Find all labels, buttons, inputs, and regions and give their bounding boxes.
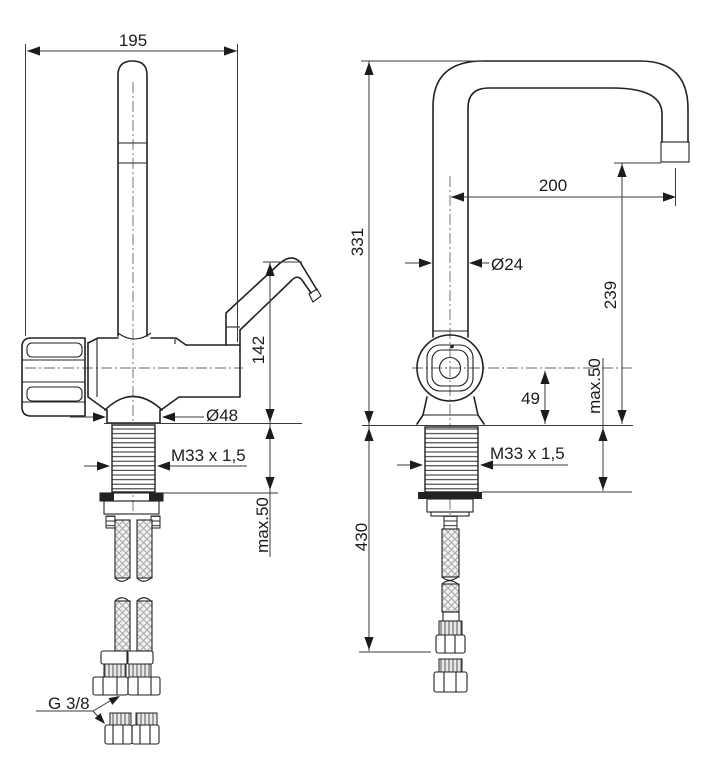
- hose-end-fittings: [92, 650, 161, 696]
- dim-label-430: 430: [352, 523, 371, 551]
- loose-connection-nuts: [104, 712, 160, 745]
- left-centerlines: [25, 82, 243, 513]
- dim-tube-diameter: Ø24: [405, 255, 523, 274]
- dim-label-d24: Ø24: [491, 255, 523, 274]
- washer-and-nut-right: [418, 492, 482, 530]
- dim-total-height: 331: [348, 60, 483, 653]
- side-spout: [225, 257, 322, 346]
- knob-index-dot: [450, 344, 454, 349]
- dim-valve-center-height: 49: [521, 371, 550, 424]
- dim-label-m33-left: M33 x 1,5: [171, 446, 246, 465]
- dim-label-max50-right: max.50: [585, 358, 604, 414]
- valve-body: [416, 334, 485, 425]
- dim-hose-length: 430: [352, 428, 374, 650]
- dim-spout-height: 142: [249, 261, 302, 557]
- right-view: 331 430 200 Ø24 239: [348, 60, 690, 693]
- dim-label-195: 195: [119, 31, 147, 50]
- dim-base-diameter: Ø48: [70, 406, 238, 425]
- washer-and-nut: [99, 492, 164, 529]
- dim-label-g38: G 3/8: [48, 694, 90, 713]
- dim-deck-thickness-right: max.50: [585, 358, 608, 491]
- dim-overall-width: 195: [25, 31, 238, 342]
- dim-label-239: 239: [601, 281, 620, 309]
- side-knob: [21, 337, 86, 417]
- mounting-shank-right: [424, 426, 479, 493]
- dim-label-200: 200: [539, 176, 567, 195]
- dim-label-m33-right: M33 x 1,5: [490, 444, 565, 463]
- dim-deck-thickness-left: max.50: [253, 426, 275, 553]
- high-arc-spout: [432, 60, 690, 338]
- dim-label-49: 49: [521, 389, 540, 408]
- loose-connection-nut-right: [433, 658, 468, 693]
- left-view: 195 142 max.50 Ø48 M33 x 1,5: [21, 31, 322, 745]
- dim-label-d48: Ø48: [206, 406, 238, 425]
- lever-handle: [117, 60, 152, 340]
- dim-spout-reach: 200: [451, 168, 676, 206]
- supply-hose-right: [435, 528, 466, 654]
- supply-hoses: [114, 519, 153, 652]
- callout-hose-thread: G 3/8: [36, 692, 122, 727]
- dim-label-331: 331: [348, 228, 367, 256]
- dim-label-max50-left: max.50: [253, 497, 272, 553]
- dim-outlet-height: 239: [601, 162, 661, 424]
- mounting-shank: [111, 424, 156, 493]
- dim-thread-left: M33 x 1,5: [84, 446, 247, 471]
- dim-thread-right: M33 x 1,5: [397, 444, 568, 470]
- dim-label-142: 142: [249, 336, 268, 364]
